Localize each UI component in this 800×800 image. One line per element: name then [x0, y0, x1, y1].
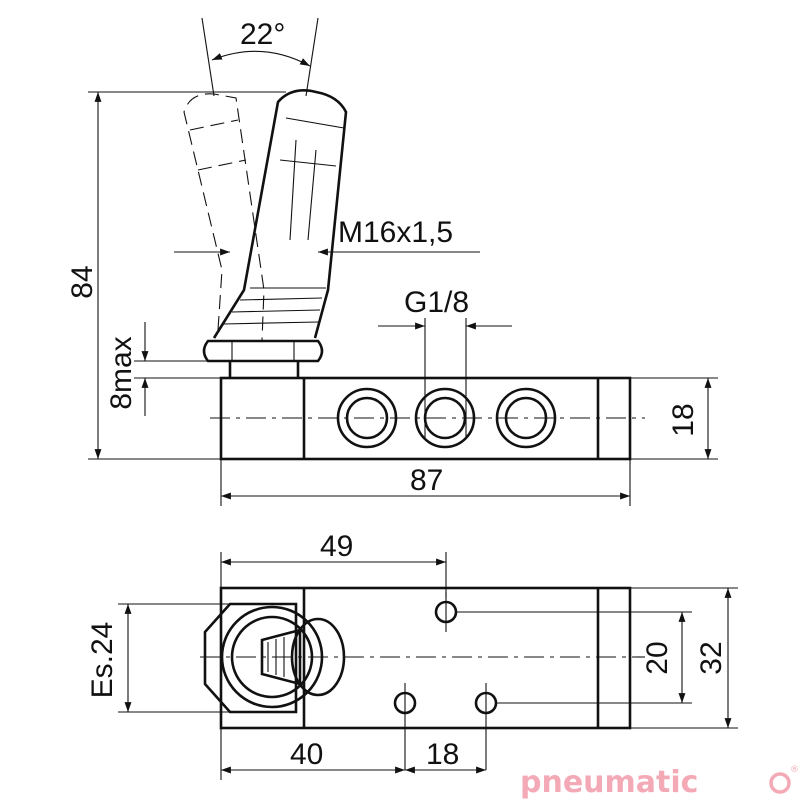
length-18-label: 18 [426, 738, 459, 771]
lever-handle [212, 89, 348, 339]
port-3 [495, 387, 557, 449]
plan-view: 49 Es.24 20 32 40 18 [86, 530, 738, 780]
svg-text:®: ® [790, 765, 799, 775]
thread-label: M16x1,5 [338, 216, 453, 249]
length-49-label: 49 [320, 530, 353, 563]
svg-text:pneumatic: pneumatic [520, 765, 698, 800]
height-18-label: 18 [667, 403, 700, 436]
length-87-label: 87 [410, 464, 443, 497]
width-32-label: 32 [695, 641, 728, 674]
port-1 [336, 387, 398, 449]
side-view: 22° 84 8max M16x1,5 G1/8 18 87 [66, 17, 718, 506]
height-84-label: 84 [66, 265, 99, 298]
hex-nut [202, 339, 324, 363]
lever-knob-plan [260, 617, 346, 697]
max-8-label: 8max [105, 336, 138, 409]
wrench-size-label: Es.24 [86, 622, 119, 699]
port-size-label: G1/8 [404, 286, 469, 319]
angle-label: 22° [240, 18, 285, 51]
pneumatico-logo: pneumatic ® [520, 765, 799, 800]
length-40-label: 40 [290, 738, 323, 771]
spacing-20-label: 20 [641, 641, 674, 674]
lever-alternate-position [183, 93, 265, 341]
